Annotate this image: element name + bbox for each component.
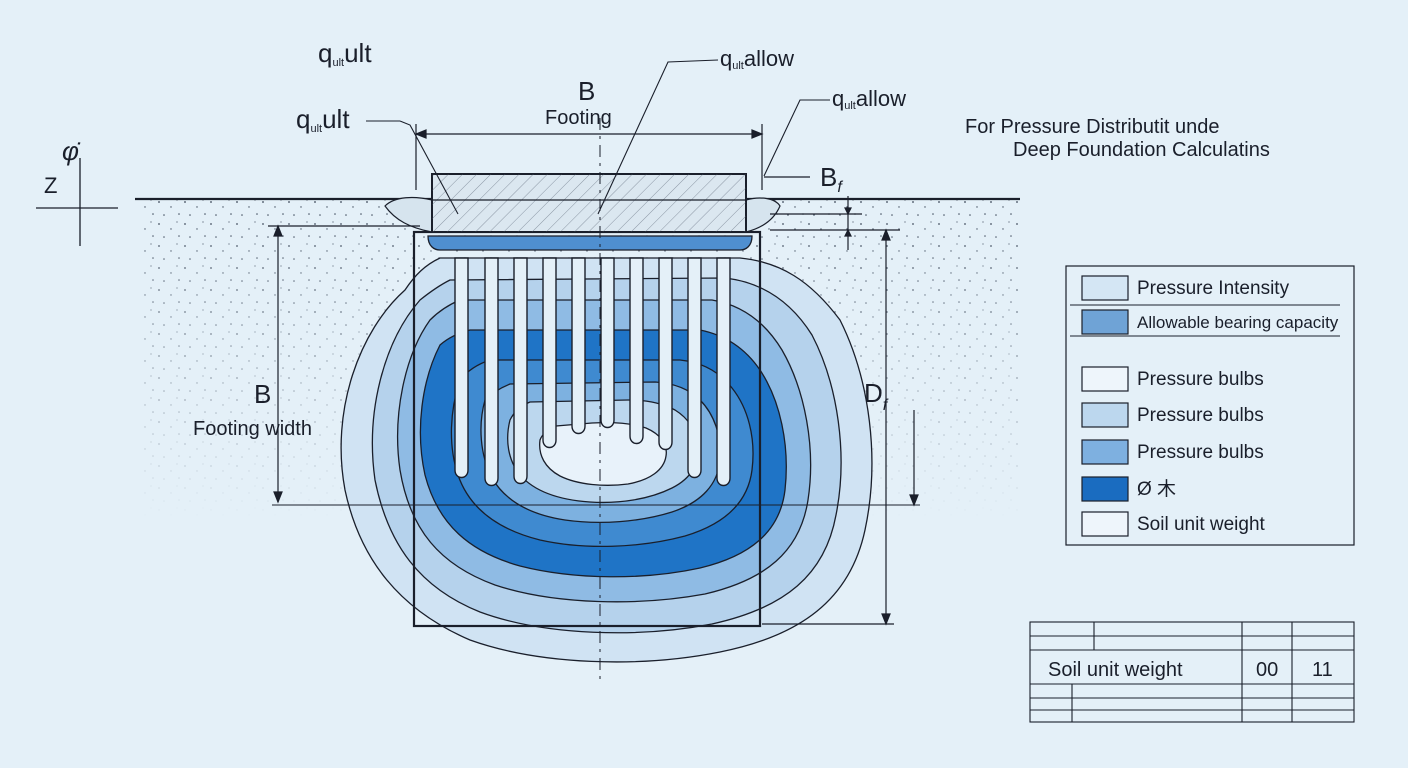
- pile-8: [658, 257, 673, 451]
- footing-width-label: Footing width: [193, 418, 312, 440]
- q-ult-label-left: qultult: [296, 104, 350, 135]
- table-label: Soil unit weight: [1048, 659, 1183, 681]
- depth-dimension-right: [762, 228, 919, 626]
- legend-label-top-0: Pressure Intensity: [1137, 278, 1290, 299]
- df-label: Df: [864, 378, 889, 414]
- pile-cap: [427, 235, 753, 251]
- legend-swatch-bottom-1: [1081, 402, 1129, 428]
- width-dimension-left: [268, 224, 420, 504]
- pile-3: [513, 257, 528, 485]
- pile-4: [542, 257, 557, 449]
- pile-2: [484, 257, 499, 487]
- q-allow-label-right: qultallow: [832, 86, 906, 112]
- legend-swatch-bottom-2: [1081, 439, 1129, 465]
- pile-1: [454, 257, 469, 479]
- phi-symbol: φ̇: [62, 136, 81, 166]
- table-value-1: 00: [1256, 659, 1278, 681]
- pile-5: [571, 257, 586, 435]
- diagram-title-line1: For Pressure Distributit unde: [965, 116, 1220, 138]
- table-value-2: 11: [1312, 659, 1333, 681]
- legend-swatch-top-0: [1081, 275, 1129, 301]
- axis-symbol: [36, 158, 118, 246]
- pressure-bulb-center: [539, 422, 667, 486]
- pile-6: [600, 257, 615, 429]
- pile-10: [716, 257, 731, 487]
- footing-thickness-dimension: [764, 176, 900, 250]
- legend-swatch-bottom-4: [1081, 511, 1129, 537]
- legend-label-bottom-2: Pressure bulbs: [1137, 442, 1264, 463]
- pile-group: [454, 257, 731, 487]
- legend-swatch-top-1: [1081, 309, 1129, 335]
- leader-lines: [366, 59, 830, 215]
- pile-7: [629, 257, 644, 445]
- legend-label-bottom-4: Soil unit weight: [1137, 514, 1266, 535]
- legend-swatch-bottom-3: [1081, 476, 1129, 502]
- width-b-label-side: B: [254, 379, 271, 409]
- bf-label: Bf: [820, 162, 843, 196]
- soil-table: [1029, 621, 1355, 723]
- z-axis-label: Z: [44, 173, 57, 198]
- legend-swatch-bottom-0: [1081, 366, 1129, 392]
- width-b-label-top: B: [578, 76, 595, 106]
- legend-label-bottom-3: Ø ⽊: [1137, 478, 1176, 500]
- legend-label-top-1: Allowable bearing capacity: [1137, 313, 1339, 332]
- legend-label-bottom-1: Pressure bulbs: [1137, 405, 1264, 426]
- q-ult-label-top: qultult: [318, 38, 372, 69]
- legend-label-bottom-0: Pressure bulbs: [1137, 369, 1264, 390]
- q-allow-label-top: qultallow: [720, 46, 794, 72]
- pile-9: [687, 257, 702, 479]
- diagram-title-line2: Deep Foundation Calculatins: [1013, 139, 1270, 161]
- footing-label: Footing: [545, 107, 612, 129]
